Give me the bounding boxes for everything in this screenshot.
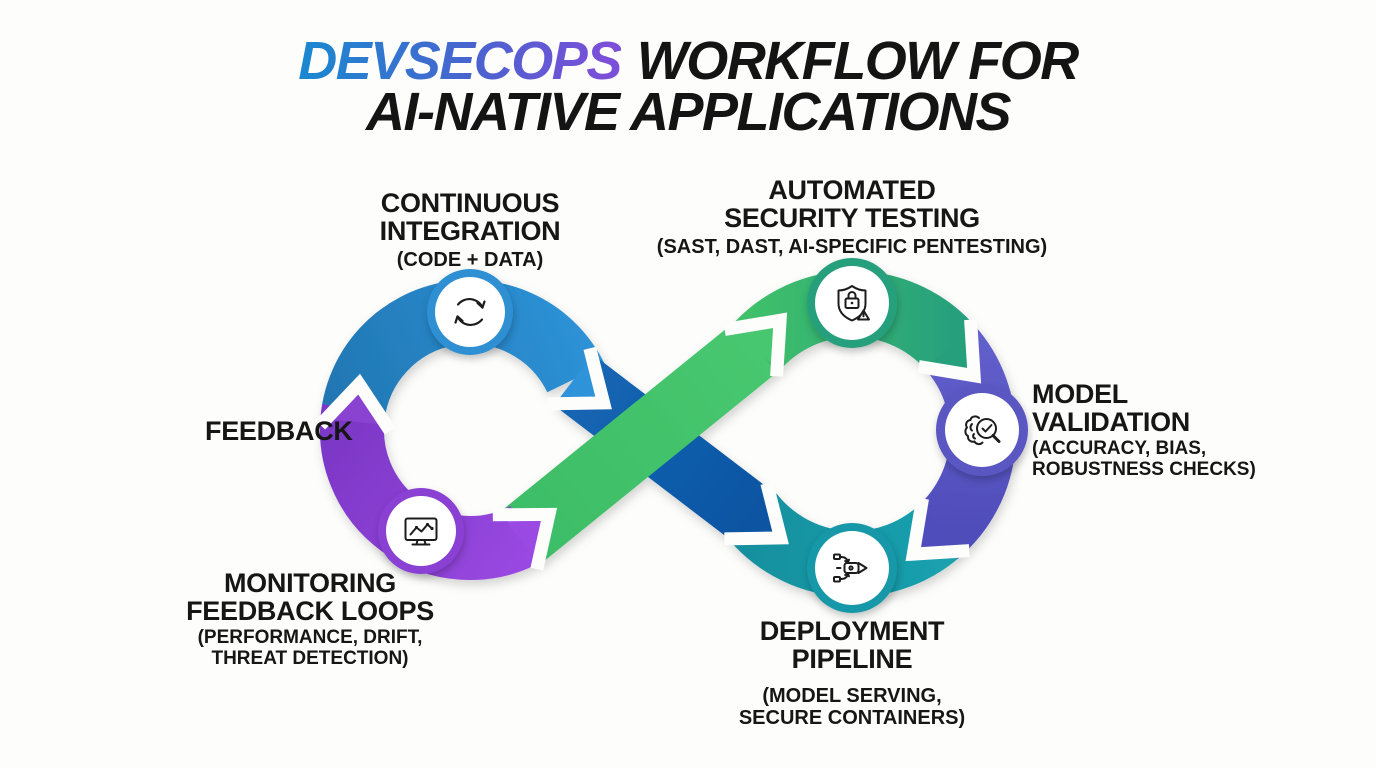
stage-title-line: AUTOMATED [768, 175, 936, 205]
stage-subtitle-line: (SAST, DAST, AI-SPECIFIC PENTESTING) [656, 236, 1048, 258]
stage-label-monitoring-feedback-loops: MONITORING FEEDBACK LOOPS (PERFORMANCE, … [186, 569, 434, 669]
arrow-tip-security-to-validation [924, 326, 973, 375]
chevron-feedback-junction [315, 373, 396, 435]
chevron-deployment-junction [905, 497, 970, 562]
stage-title-line: SECURITY TESTING [724, 203, 980, 233]
stage-subtitle-line: SECURE CONTAINERS) [738, 707, 966, 729]
chevron-validation-junction [917, 319, 982, 384]
page-title-line2: AI-NATIVE APPLICATIONS [365, 82, 1012, 142]
stage-subtitle-line: THREAT DETECTION) [211, 648, 409, 669]
page-title-highlight: DEVSECOPS [298, 31, 622, 91]
shield-lock-alert-icon [807, 258, 897, 348]
stage-title-line: INTEGRATION [379, 216, 561, 246]
arrow-tip-validation-to-deployment [914, 504, 963, 553]
brain-magnifier-check-icon [936, 384, 1028, 476]
page-title-rest: WORKFLOW FOR [636, 31, 1079, 91]
stage-subtitle-line: (ACCURACY, BIAS, [1032, 438, 1207, 459]
stage-subtitle-line: ROBUSTNESS CHECKS) [1032, 459, 1256, 480]
stage-title-line: FEEDBACK LOOPS [186, 596, 434, 626]
stage-title-line: DEPLOYMENT [759, 616, 945, 646]
chevron-ci-junction [547, 346, 612, 411]
stage-subtitle-line: (MODEL SERVING, [762, 685, 942, 707]
junction-chevron-gaps [315, 312, 982, 571]
stage-label-deployment-pipeline: DEPLOYMENT PIPELINE (MODEL SERVING, SECU… [739, 617, 965, 729]
stage-title-line: CONTINUOUS [380, 188, 560, 218]
stage-title-line: PIPELINE [791, 644, 913, 674]
arrow-tip-feedback-to-ci [323, 386, 388, 425]
rocket-pipeline-icon [807, 523, 897, 613]
stage-subtitle-line: (CODE + DATA) [396, 249, 544, 271]
stage-subtitle-line: (PERFORMANCE, DRIFT, [197, 627, 423, 648]
chevron-monitoring-junction [492, 507, 558, 571]
stage-title-line: MONITORING [223, 568, 396, 598]
stage-title-line: FEEDBACK [205, 416, 353, 446]
stage-title-line: MODEL [1032, 379, 1128, 409]
arrow-tip-crossing-to-security [730, 321, 779, 370]
sync-cycle-icon [427, 269, 513, 355]
monitor-chart-icon [378, 488, 464, 574]
chevron-crossing-junction [724, 481, 789, 546]
stage-title-line: VALIDATION [1032, 407, 1190, 437]
stage-label-automated-security-testing: AUTOMATED SECURITY TESTING (SAST, DAST, … [657, 176, 1047, 258]
stage-icon-badges [378, 258, 1028, 613]
stage-label-continuous-integration: CONTINUOUS INTEGRATION (CODE + DATA) [380, 189, 561, 271]
chevron-security-junction [723, 312, 788, 377]
green-crossing-band [498, 321, 777, 565]
stage-label-model-validation: MODEL VALIDATION (ACCURACY, BIAS, ROBUST… [1032, 380, 1256, 480]
feedback-label: FEEDBACK [205, 417, 353, 445]
